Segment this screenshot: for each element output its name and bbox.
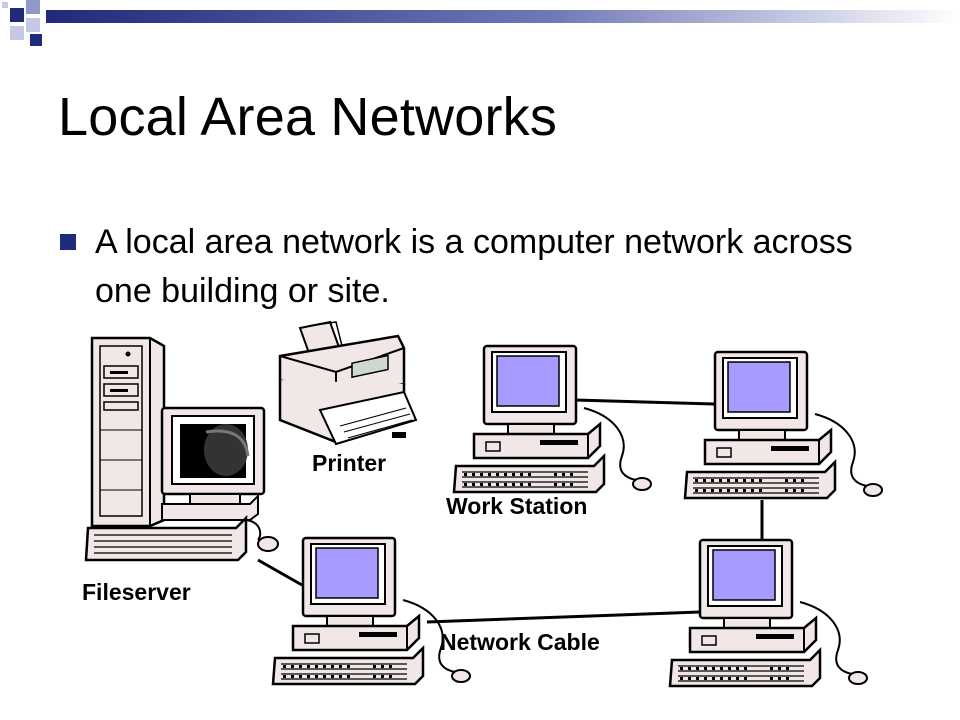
workstation-icon [452, 344, 653, 494]
workstation-icon [668, 538, 869, 688]
bullet-square-icon [60, 234, 76, 250]
workstation-icon [271, 536, 472, 686]
workstation-icon [683, 350, 884, 500]
network-cable-line [257, 398, 764, 624]
printer-label: Printer [312, 450, 387, 476]
fileserver-label: Fileserver [82, 579, 191, 605]
bullet-text: A local area network is a computer netwo… [95, 223, 853, 310]
slide-title: Local Area Networks [58, 87, 558, 147]
printer-icon [278, 320, 418, 446]
fileserver-tower-icon [84, 336, 279, 562]
header-gradient-band [46, 10, 960, 23]
network-cable-label: Network Cable [440, 629, 600, 655]
work-station-label: Work Station [446, 493, 588, 519]
header-decorative-squares [0, 0, 80, 56]
